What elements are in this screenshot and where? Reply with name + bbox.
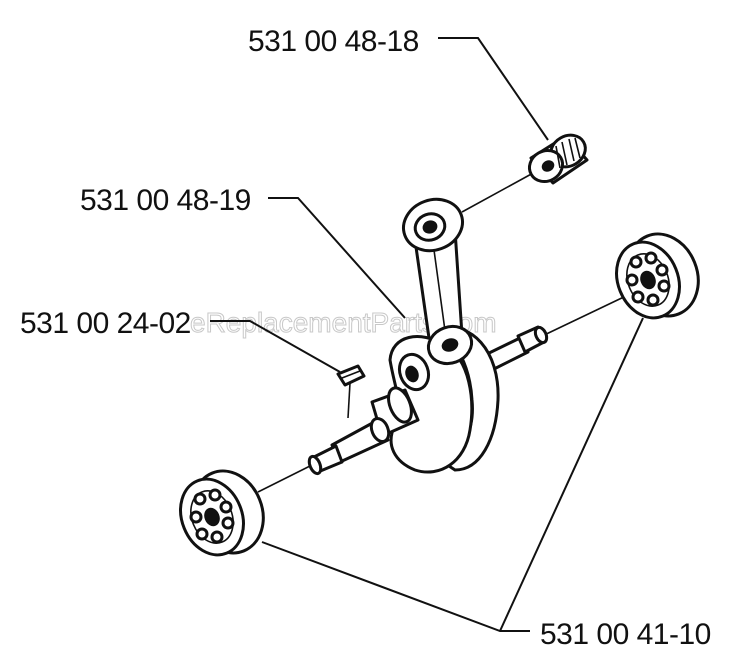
leader-48-18: [438, 37, 549, 141]
assembly-axis-lines: [257, 171, 629, 493]
leader-24-02: [210, 320, 341, 373]
axis-left-bearing: [257, 464, 313, 493]
axis-key: [347, 382, 351, 419]
needle-bearing-part[interactable]: [524, 129, 591, 187]
axis-pin-bearing: [461, 171, 536, 213]
woodruff-key-part[interactable]: [336, 364, 366, 387]
label-531-00-41-10[interactable]: 531 00 41-10: [540, 618, 711, 651]
leader-lines: [210, 37, 644, 632]
leader-41-10-a: [261, 541, 530, 632]
axis-right-bearing: [537, 294, 629, 339]
label-531-00-48-19[interactable]: 531 00 48-19: [80, 184, 251, 217]
label-531-00-48-18[interactable]: 531 00 48-18: [248, 25, 419, 58]
left-ball-bearing-part[interactable]: [170, 460, 276, 564]
label-531-00-24-02[interactable]: 531 00 24-02: [20, 307, 191, 340]
crankshaft-part[interactable]: [307, 191, 549, 476]
leader-48-19: [268, 197, 406, 319]
leader-41-10-b: [499, 317, 644, 632]
right-ball-bearing-part[interactable]: [606, 223, 711, 327]
